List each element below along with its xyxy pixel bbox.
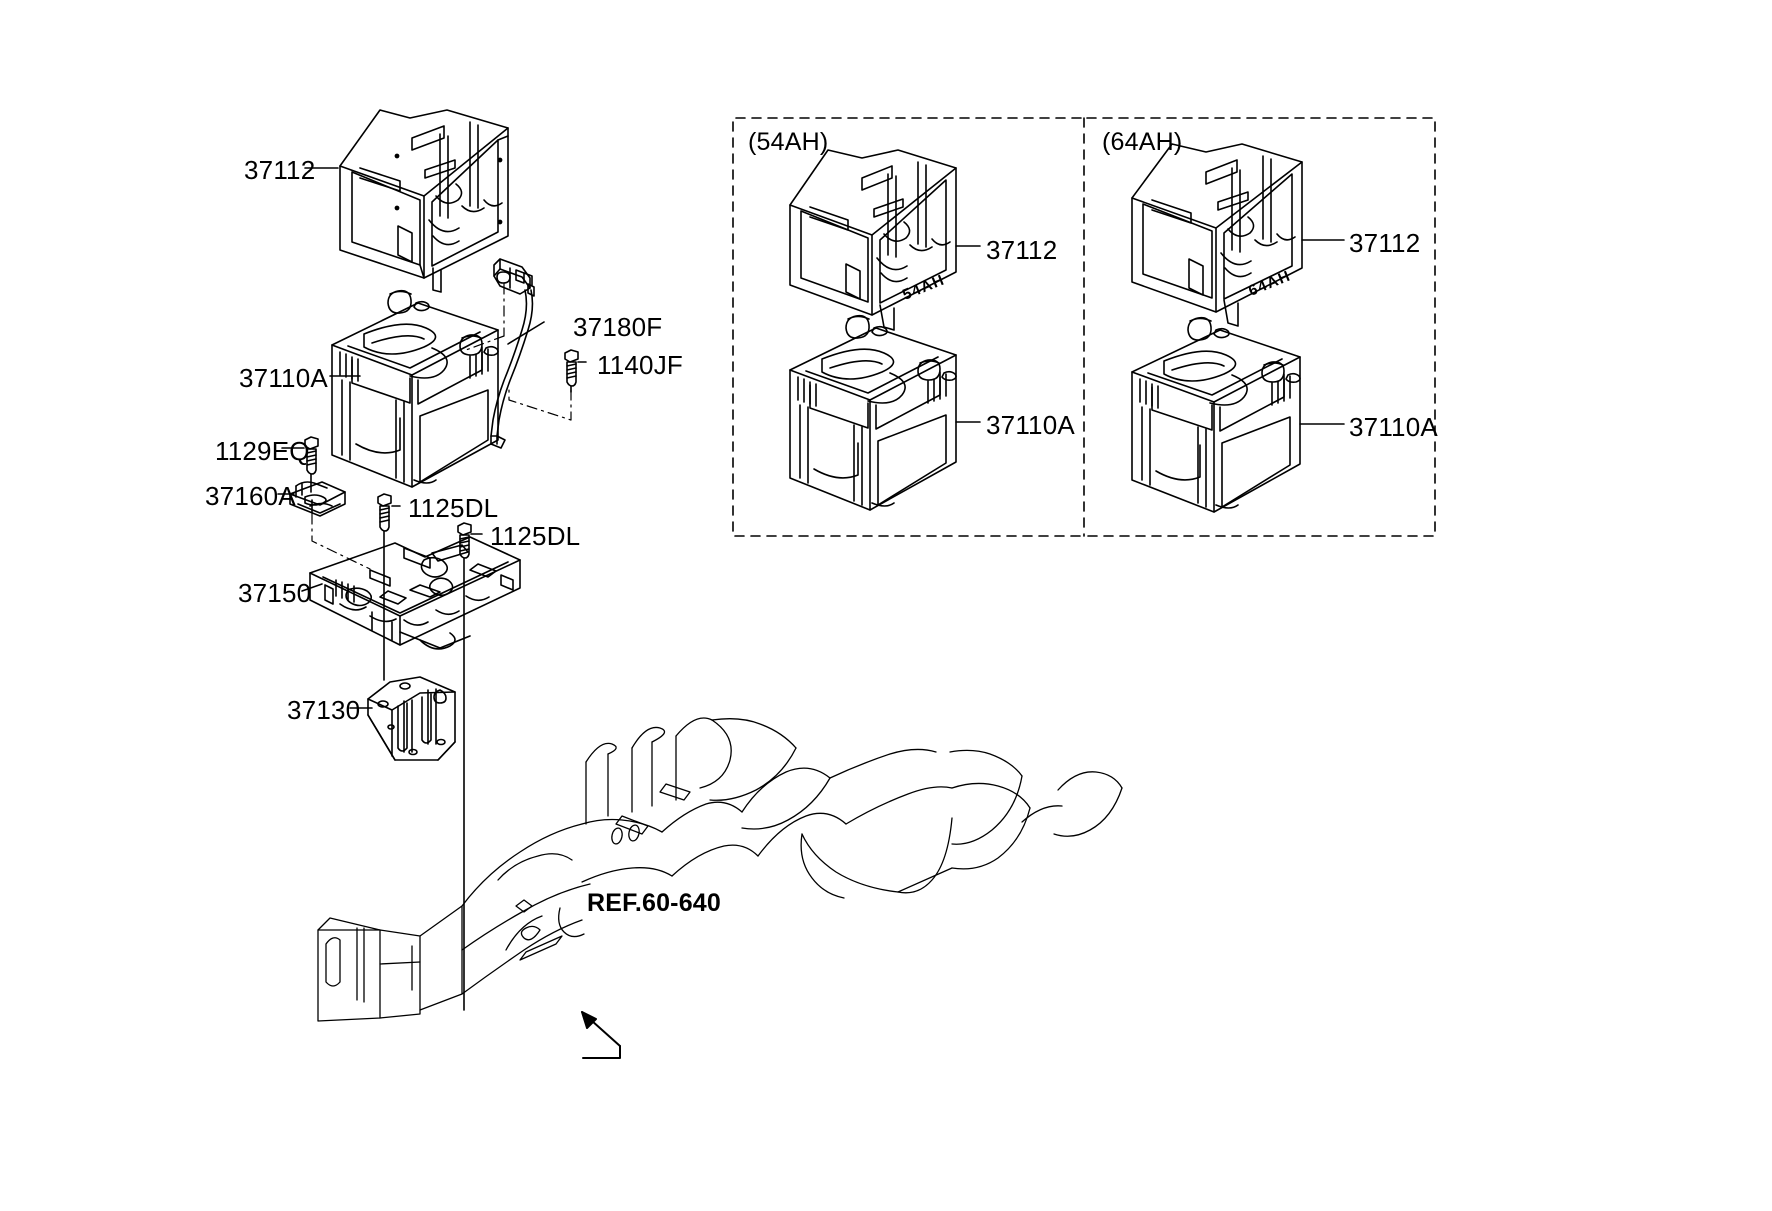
part-37110A-main (331, 289, 499, 488)
callout-37112: 37112 (244, 155, 316, 185)
part-37160A-clamp (289, 481, 346, 517)
callout-1129EQ: 1129EQ (215, 436, 310, 466)
variant-callout-37112-54ah: 37112 (986, 235, 1058, 265)
frame-rail-assembly (317, 717, 1123, 1022)
svg-text:64AH: 64AH (1246, 267, 1293, 299)
variant-callout-37110A-54ah: 37110A (986, 410, 1075, 440)
part-37112-54ah: 54AH (789, 149, 957, 331)
callout-37110A: 37110A (239, 363, 328, 393)
part-1125DL-right (457, 522, 472, 1011)
variant-title-54ah: (54AH) (748, 128, 829, 156)
part-37112-64ah: 64AH (1131, 143, 1303, 327)
callout-37180F: 37180F (573, 312, 663, 342)
variant-frames (732, 117, 1436, 537)
part-37110A-64ah (1131, 316, 1301, 513)
variant-title-64ah: (64AH) (1102, 128, 1183, 156)
part-37150-tray (309, 536, 521, 650)
callout-1140JF: 1140JF (597, 350, 683, 380)
variant-callout-leaders (955, 239, 1345, 425)
variant-callout-37112-64ah: 37112 (1349, 228, 1421, 258)
part-1140JF-bolt (564, 349, 579, 393)
callout-37160A: 37160A (205, 481, 296, 511)
part-37110A-54ah (789, 314, 957, 511)
part-37180F-cable (490, 258, 535, 449)
reference-label: REF.60-640 (587, 889, 722, 917)
variant-callout-37110A-64ah: 37110A (1349, 412, 1438, 442)
leader-37160A-to-tray (311, 513, 371, 570)
callout-37130: 37130 (287, 695, 361, 725)
callout-1125DL-right: 1125DL (490, 521, 581, 551)
callout-1125DL-left: 1125DL (408, 493, 499, 523)
part-37130-bracket (367, 676, 456, 761)
ref-arrow (581, 1011, 621, 1047)
callout-leaders (277, 167, 587, 709)
callout-37150: 37150 (238, 578, 312, 608)
leader-1140JF (508, 387, 572, 421)
leader-cable-to-post (465, 283, 505, 351)
svg-text:54AH: 54AH (900, 271, 947, 303)
ref-underline (582, 1045, 621, 1059)
part-1125DL-left (377, 493, 392, 681)
part-37112-main (339, 109, 509, 293)
